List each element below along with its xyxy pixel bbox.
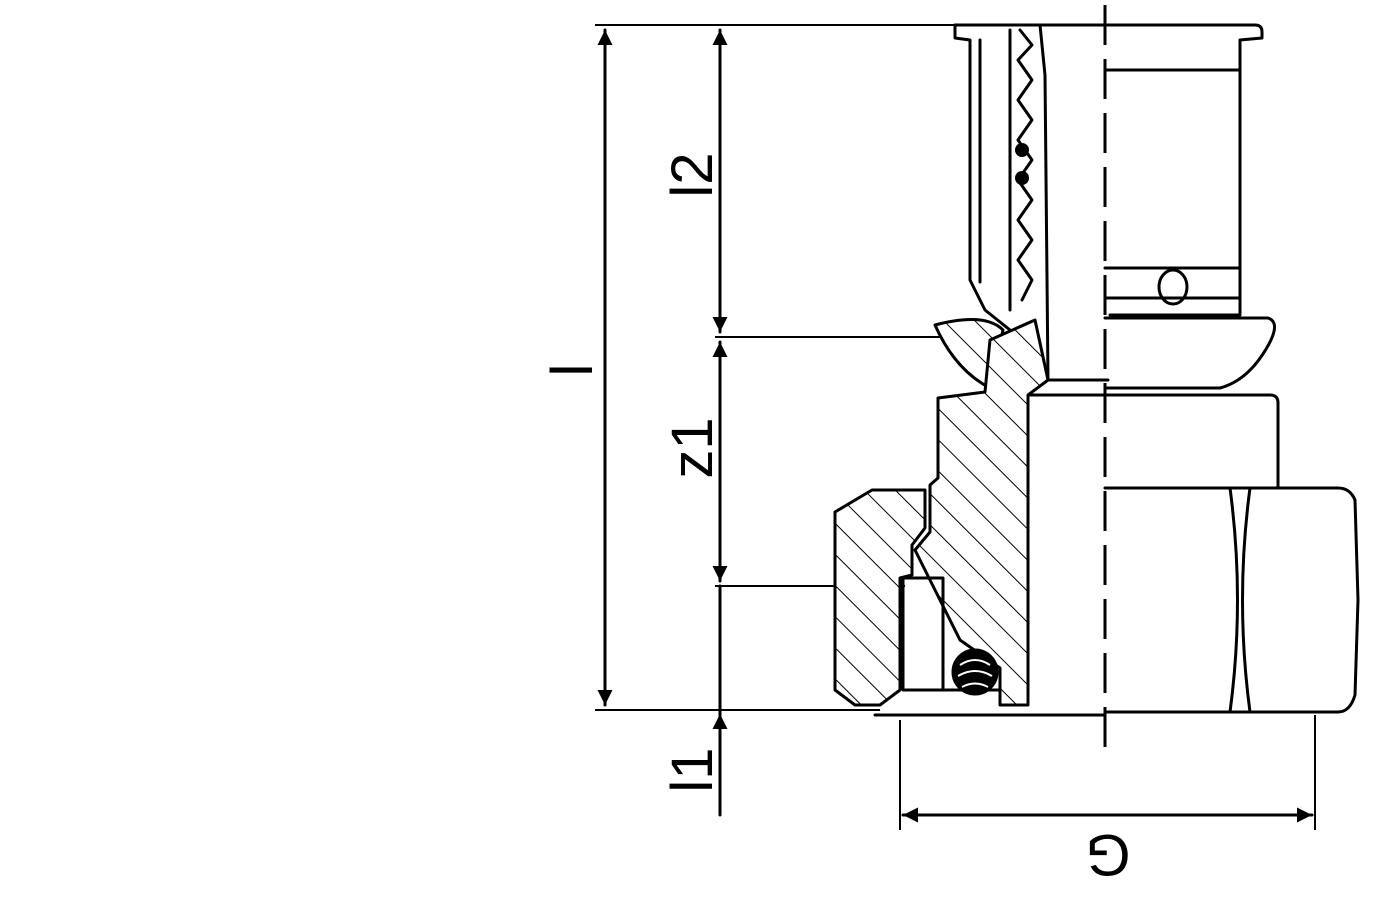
dim-l1-label: l1 xyxy=(660,747,725,792)
union-nut-view xyxy=(873,393,1360,717)
extension-lines xyxy=(595,24,1316,830)
sleeve-window xyxy=(1103,266,1242,300)
body-shoulder-outline xyxy=(1028,393,1280,490)
dim-z1-label: z1 xyxy=(660,417,725,478)
dim-thread-size: G xyxy=(901,807,1314,887)
dim-total-length: l xyxy=(540,28,613,707)
o-ring-upper xyxy=(1015,143,1029,157)
collar-ring-outline xyxy=(1103,316,1276,390)
inspection-window-icon xyxy=(1157,268,1189,306)
union-nut-section xyxy=(833,488,927,707)
flat-seal xyxy=(901,576,945,692)
dim-length-1: l1 xyxy=(660,584,728,817)
grip-ring-teeth xyxy=(1016,28,1034,302)
sleeve-outline-left xyxy=(953,23,1012,332)
thread-o-ring xyxy=(951,648,999,696)
support-body-inner-wall xyxy=(1038,23,1110,382)
dim-g-label: G xyxy=(1085,822,1130,887)
dim-length-2: l2 xyxy=(660,28,728,334)
dim-l-label: l xyxy=(540,364,605,377)
o-ring-lower xyxy=(1015,171,1029,185)
nut-outer-outline xyxy=(1103,486,1360,714)
sleeve-outline-right xyxy=(953,23,1264,317)
dim-l2-label: l2 xyxy=(660,152,725,197)
dim-offset-z1: z1 xyxy=(660,340,728,583)
nut-hex-faces xyxy=(1228,486,1252,714)
fitting-body-section xyxy=(913,318,1050,707)
press-sleeve xyxy=(953,23,1264,382)
